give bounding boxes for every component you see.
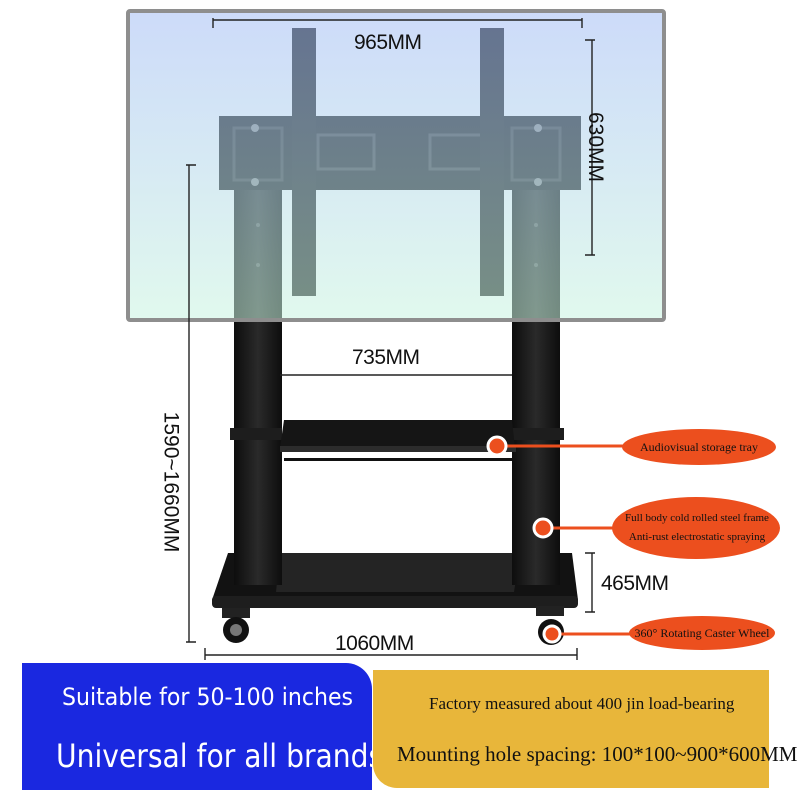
panel-size-range: Suitable for 50-100 inches (62, 683, 354, 711)
callout-frame-line1: Full body cold rolled steel frame (625, 512, 769, 525)
specs-panel: Factory measured about 400 jin load-bear… (373, 670, 797, 788)
dim-mount-height: 630MM (584, 111, 608, 183)
panel-hole-spacing: Mounting hole spacing: 100*100~900*600MM (397, 742, 798, 766)
panel-load-bearing: Factory measured about 400 jin load-bear… (429, 694, 735, 713)
callout-frame-line2: Anti-rust electrostatic spraying (628, 531, 766, 543)
dim-total-height: 1590~1660MM (159, 411, 183, 553)
tray-bracket-left (230, 428, 282, 440)
panel-universal: Universal for all brands (56, 737, 384, 775)
dim-column-spacing: 735MM (352, 346, 420, 369)
dim-base-height: 465MM (601, 572, 669, 595)
callout-connectors (498, 444, 630, 636)
tray-bracket-right (512, 428, 564, 440)
audiovisual-tray (280, 420, 516, 461)
dimension-lines (186, 18, 595, 660)
callout-storage-tray-text: Audiovisual storage tray (640, 439, 758, 454)
callout-dots (486, 435, 562, 644)
callout-caster-wheel: 360° Rotating Caster Wheel (626, 616, 778, 650)
stand-base (212, 553, 578, 608)
tv-screen-outline (126, 9, 666, 322)
callout-caster-text: 360° Rotating Caster Wheel (634, 625, 770, 640)
callout-steel-frame: Full body cold rolled steel frame Anti-r… (614, 500, 780, 556)
callout-pills (612, 429, 780, 650)
dim-mount-width: 965MM (354, 31, 422, 54)
dim-base-width: 1060MM (335, 632, 414, 655)
compatibility-panel: Suitable for 50-100 inches Universal for… (22, 663, 383, 790)
callout-storage-tray: Audiovisual storage tray (624, 430, 774, 464)
